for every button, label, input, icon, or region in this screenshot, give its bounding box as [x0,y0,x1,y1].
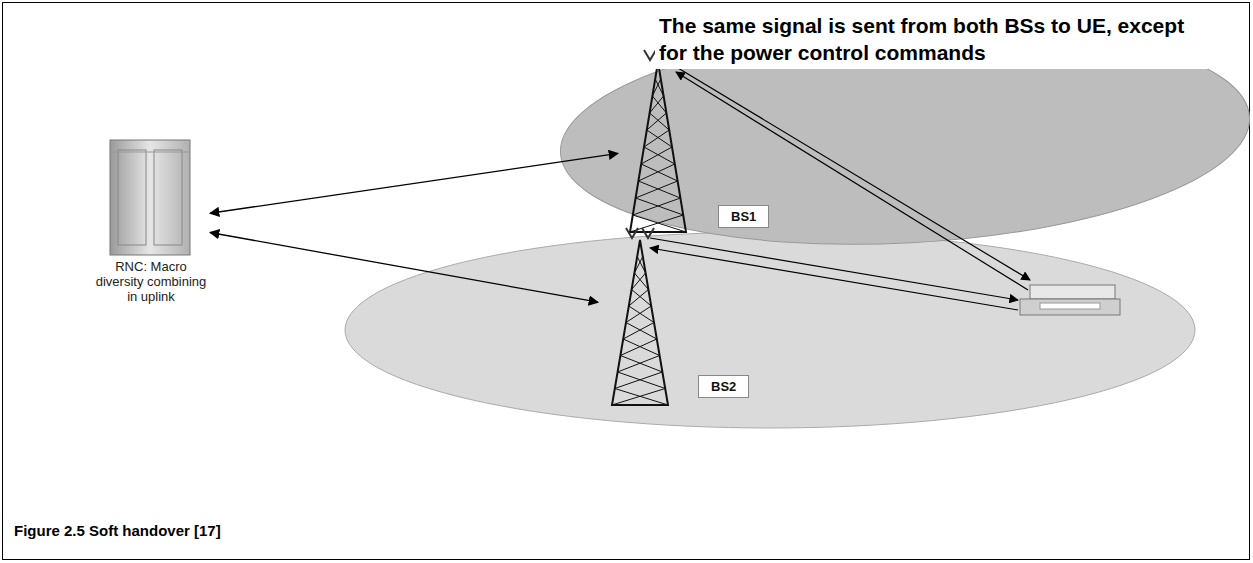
callout-note: The same signal is sent from both BSs to… [655,10,1208,69]
rnc-node: RNC: Macro diversity combining in uplink [92,135,210,309]
link-arrow [210,153,618,213]
station-label: BS2 [698,375,749,398]
radio-links [650,62,1030,310]
cell-bs1 [555,9,1253,261]
base-station-node: BS2 [598,225,768,410]
link-arrow [210,233,598,303]
station-label: BS1 [718,205,769,228]
ue-device [1020,285,1120,315]
base-station-node: BS1 [618,45,788,237]
rnc-cabinet [110,140,190,255]
figure-caption: Figure 2.5 Soft handover [17] [14,522,221,539]
bs2-tower [612,228,668,405]
node-label: RNC: Macro diversity combining in uplink [92,260,210,305]
bs1-tower [630,50,686,232]
cell-bs2 [345,232,1195,428]
